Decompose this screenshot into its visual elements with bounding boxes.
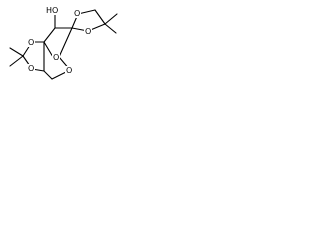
oxygen-bottom-right-label: O bbox=[66, 66, 72, 75]
oxygen-top-left-label: O bbox=[74, 9, 80, 18]
o-top-left-label-background bbox=[73, 9, 81, 18]
bond-ch2-c5 bbox=[43, 70, 53, 80]
o-left-label-background bbox=[27, 38, 35, 47]
bond-ch2-cme2 bbox=[94, 9, 106, 25]
o-top-right-label-background bbox=[84, 27, 92, 36]
o-ring-label-background bbox=[52, 53, 60, 62]
bond-choh-cring bbox=[43, 27, 56, 43]
hydroxyl-label: HO bbox=[46, 6, 58, 15]
molecule-structure-diagram: HO O O O O O O bbox=[0, 0, 122, 86]
bond-cme2-methyl-1 bbox=[104, 13, 118, 25]
o-bottom-right-label-background bbox=[65, 66, 73, 75]
bond-left-methyl-1 bbox=[9, 47, 24, 57]
diagram-background bbox=[0, 0, 122, 86]
bond-left-methyl-2 bbox=[9, 55, 24, 67]
bond-cring-ring-o-right bbox=[43, 41, 54, 58]
bond-ring-o-right-spiro bbox=[58, 27, 73, 58]
bond-cme2-methyl-2 bbox=[104, 23, 117, 34]
o-bottom-left-label-background bbox=[27, 64, 35, 73]
oxygen-top-right-label: O bbox=[85, 27, 91, 36]
oxygen-left-label: O bbox=[28, 38, 34, 47]
oxygen-bottom-left-label: O bbox=[28, 64, 34, 73]
ho-label-background bbox=[45, 5, 59, 15]
oxygen-ring-label: O bbox=[53, 53, 59, 62]
